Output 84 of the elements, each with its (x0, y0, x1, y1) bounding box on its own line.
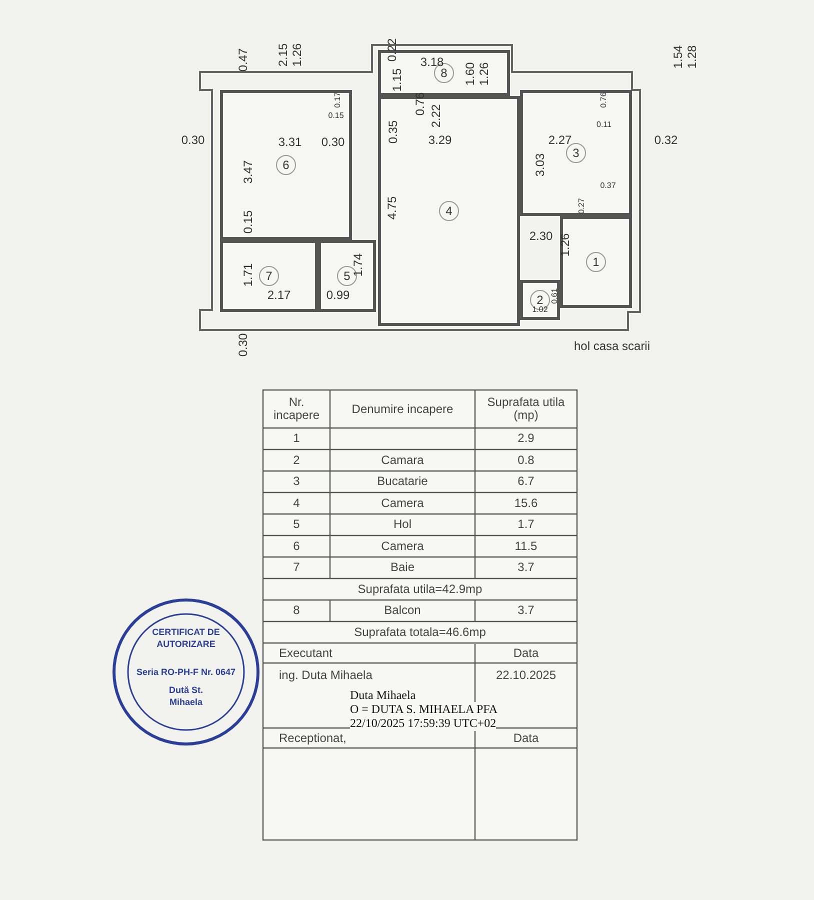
dimension-label: 1.71 (241, 263, 255, 287)
room-outline (220, 90, 352, 240)
dimension-label: 0.15 (241, 210, 255, 234)
table-cell-text: 3 (292, 473, 301, 490)
table-cell-text: 3.7 (516, 559, 536, 576)
room-outline (318, 240, 376, 312)
table-cell-text: 6 (292, 538, 301, 555)
digital-signature-text: 22/10/2025 17:59:39 UTC+02 (350, 716, 496, 731)
dimension-label: 0.11 (596, 119, 612, 131)
table-cell-text: 7 (292, 559, 301, 576)
dimension-label: 0.27 (576, 198, 587, 214)
table-cell-text: 1 (292, 430, 301, 448)
dimension-label: 2.17 (267, 288, 291, 302)
room-outline (520, 280, 560, 320)
table-cell-text: 22.10.2025 (494, 666, 558, 684)
dimension-label: 0.35 (386, 120, 400, 144)
dimension-label: 2.15 (276, 43, 290, 67)
table-cell-text: Bucatarie (376, 473, 429, 490)
table-cell-text: 8 (292, 602, 301, 620)
room-outline (520, 90, 632, 216)
room-number: 1 (586, 252, 606, 272)
table-cell-text: 15.6 (513, 494, 539, 512)
dimension-label: 4.75 (385, 196, 399, 220)
room-number: 3 (566, 143, 586, 163)
dimension-label: 1.28 (685, 45, 699, 69)
table-cell-text: Suprafata totala=46.6mp (353, 624, 487, 641)
dimension-label: 3.03 (533, 153, 547, 177)
dimension-label: 1.26 (558, 233, 572, 257)
table-cell-text: Baie (389, 559, 416, 576)
table-cell-text: 4 (292, 494, 301, 512)
dimension-label: 1.60 (463, 62, 477, 86)
table-cell-text: Camera (380, 538, 425, 555)
dimension-label: 2.22 (429, 104, 443, 128)
table-cell-text: Suprafata utila (mp) (486, 394, 566, 424)
digital-signature-text: O = DUTA S. MIHAELA PFA (350, 702, 498, 717)
table-cell-text: Hol (392, 516, 412, 534)
room-number: 6 (276, 155, 296, 175)
table-cell-text: Nr. incapere (272, 394, 321, 424)
room-number: 4 (439, 201, 459, 221)
dimension-label: 1.54 (671, 45, 685, 69)
table-cell-text: ing. Duta Mihaela (278, 666, 374, 684)
dimension-label: 1.26 (477, 62, 491, 86)
room-number: 7 (259, 266, 279, 286)
table-cell-text: 2 (292, 452, 301, 469)
dimension-label: 0.76 (598, 92, 609, 108)
table-cell-text: Executant (278, 644, 334, 662)
dimension-label: 0.99 (326, 288, 350, 302)
stamp-text: Seria RO-PH-F Nr. 0647 (135, 666, 237, 678)
dimension-label: 0.30 (321, 135, 345, 149)
table-cell-text: Denumire incapere (350, 400, 454, 418)
dimension-label: 0.47 (236, 48, 250, 72)
dimension-label: 0.61 (549, 288, 560, 304)
table-cell-text: Camera (380, 494, 425, 512)
dimension-label: 1.15 (390, 68, 404, 92)
stamp-text: Dută St. Mihaela (168, 684, 204, 708)
dimension-label: 2.30 (529, 229, 553, 243)
dimension-label: 3.29 (428, 133, 452, 147)
stamp-text: CERTIFICAT DE AUTORIZARE (151, 626, 221, 650)
table-cell-text: Balcon (383, 602, 422, 620)
table-cell-text: 5 (292, 516, 301, 534)
area-label: hol casa scarii (574, 339, 650, 353)
table-cell-text: Suprafata utila=42.9mp (356, 580, 484, 598)
dimension-label: 1.26 (290, 43, 304, 67)
dimension-label: 0.32 (654, 133, 678, 147)
table-cell-text: Data (512, 730, 540, 746)
dimension-label: 0.37 (600, 180, 616, 192)
table-cell-text: 2.9 (516, 430, 536, 448)
room-outline (220, 240, 318, 312)
dimension-label: 3.31 (278, 135, 302, 149)
dimension-label: 1.02 (532, 304, 548, 316)
table-cell-text: 0.8 (516, 452, 536, 469)
table-cell-text: 3.7 (516, 602, 536, 620)
table-cell-text: Camara (380, 452, 425, 469)
table-cell-text: 6.7 (516, 473, 536, 490)
table-cell-text: 11.5 (514, 538, 538, 555)
dimension-label: 0.30 (181, 133, 205, 147)
dimension-label: 0.15 (328, 110, 344, 122)
table-cell-text: Receptionat, (278, 730, 348, 746)
table-cell-text: Data (512, 644, 540, 662)
dimension-label: 3.47 (241, 160, 255, 184)
room-outline (560, 216, 632, 308)
dimension-label: 0.30 (236, 333, 250, 357)
table-cell-text: 1.7 (516, 516, 536, 534)
dimension-label: 0.17 (332, 92, 343, 108)
